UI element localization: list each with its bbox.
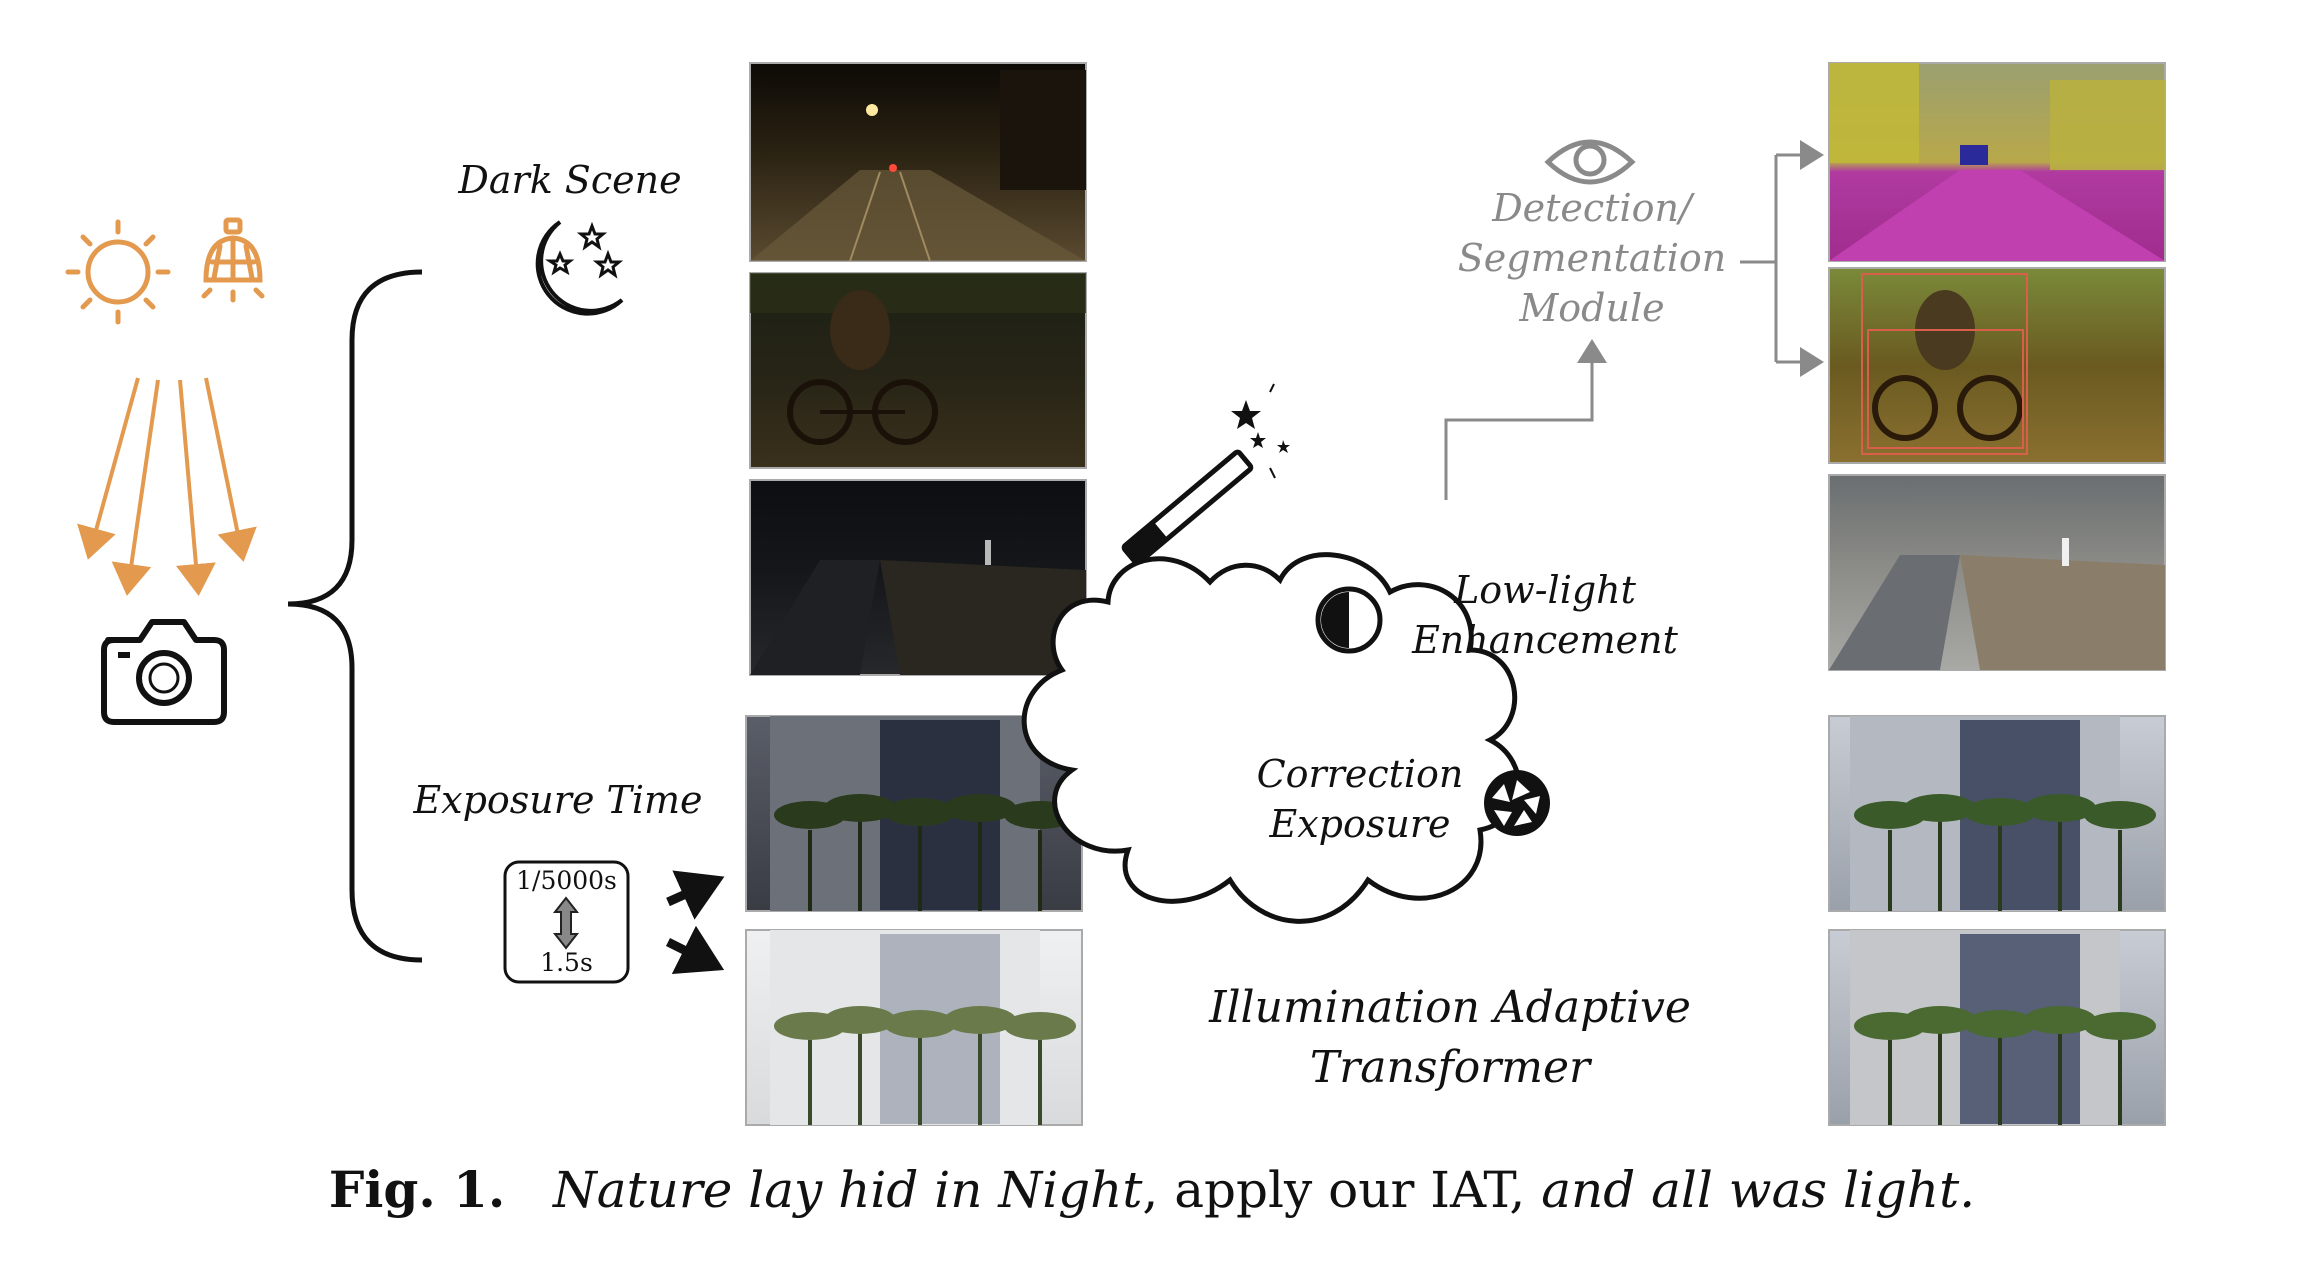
photo-dark-park [749, 479, 1087, 676]
detection-module-line2: Segmentation [1457, 236, 1727, 280]
photo-overexposed-building [745, 929, 1083, 1126]
lowlight-label-line1: Low-light [1454, 568, 1636, 612]
module-connector [1444, 140, 1824, 500]
eye-icon [1544, 139, 1636, 185]
photo-enhanced-park [1828, 474, 2166, 671]
photo-dark-street [749, 62, 1087, 262]
light-rays [77, 377, 257, 596]
exposure-box [503, 860, 630, 984]
photo-corrected-building-1 [1828, 715, 2166, 912]
sun-icon [65, 219, 171, 325]
double-arrow-icon [552, 896, 580, 950]
exposure-fast-value: 1/5000s [516, 866, 617, 895]
caption-figure-number: Fig. 1. [328, 1160, 506, 1219]
photo-corrected-building-2 [1828, 929, 2166, 1126]
scene-brace [287, 269, 423, 963]
figure-caption: Fig. 1. Nature lay hid in Night, apply o… [0, 1160, 2304, 1219]
aperture-icon [1484, 770, 1550, 836]
caption-part-2: , apply our IAT, [1142, 1161, 1542, 1219]
camera-icon [101, 619, 227, 725]
exposure-time-label: Exposure Time [413, 778, 703, 822]
iat-cloud [1021, 552, 1522, 924]
exposure-slow-value: 1.5s [540, 948, 593, 977]
correction-label-line1: Correction [1256, 752, 1464, 796]
moon-stars-icon [535, 220, 624, 316]
exposure-arrows [665, 870, 725, 975]
lowlight-label-line2: Enhancement [1412, 618, 1678, 662]
magic-wand-icon [1121, 383, 1290, 566]
caption-part-1: Nature lay hid in Night [553, 1161, 1143, 1219]
contrast-icon [1315, 586, 1383, 654]
detection-module-line3: Module [1519, 286, 1665, 330]
dark-scene-label: Dark Scene [458, 158, 682, 202]
photo-dark-cyclist [749, 272, 1087, 469]
correction-label-line2: Exposure [1269, 802, 1451, 846]
iat-title-line2: Transformer [1309, 1042, 1591, 1093]
photo-segmentation-result [1828, 62, 2166, 262]
iat-title-line1: Illumination Adaptive [1209, 982, 1691, 1033]
detection-module-line1: Detection/ [1492, 186, 1692, 230]
photo-detection-result [1828, 267, 2166, 464]
caption-part-3: and all was light. [1541, 1161, 1976, 1219]
light-bulb-icon [201, 217, 265, 303]
